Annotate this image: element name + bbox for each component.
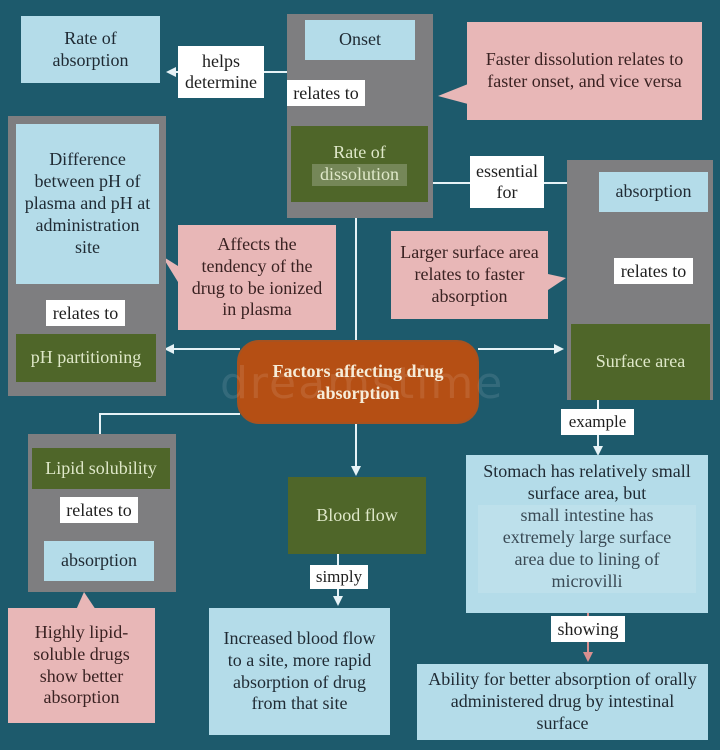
onset-node: Onset <box>305 20 415 60</box>
relates-to-label-lipid: relates to <box>60 497 138 523</box>
ph-partitioning-node: pH partitioning <box>16 334 156 382</box>
absorption-node-surface: absorption <box>599 172 708 212</box>
blood-flow-node: Blood flow <box>288 477 426 554</box>
relates-to-label-ph: relates to <box>46 300 125 326</box>
dissolution-note-callout: Faster dissolution relates to faster ons… <box>467 22 702 120</box>
showing-label: showing <box>551 616 625 642</box>
helps-determine-label: helps determine <box>178 46 264 98</box>
surface-area-node: Surface area <box>571 324 710 400</box>
surface-area-note-callout: Larger surface area relates to faster ab… <box>391 231 548 319</box>
essential-for-label: essential for <box>470 156 544 208</box>
rate-of-dissolution-node: Rate of dissolution <box>291 126 428 202</box>
ph-note-callout: Affects the tendency of the drug to be i… <box>178 225 336 330</box>
central-topic-node: Factors affecting drug absorption <box>237 340 479 424</box>
stomach-intestine-example-node: Stomach has relatively small surface are… <box>466 455 708 613</box>
absorption-node-lipid: absorption <box>44 541 154 581</box>
lipid-note-callout: Highly lipid-soluble drugs show better a… <box>8 608 155 723</box>
blood-flow-result-node: Increased blood flow to a site, more rap… <box>209 608 390 735</box>
relates-to-label-surface: relates to <box>614 258 693 284</box>
lipid-solubility-node: Lipid solubility <box>32 448 170 489</box>
relates-to-label-onset: relates to <box>287 80 365 106</box>
example-label: example <box>561 409 634 435</box>
ph-difference-node: Difference between pH of plasma and pH a… <box>16 124 159 284</box>
intestinal-absorption-result-node: Ability for better absorption of orally … <box>417 664 708 740</box>
simply-label: simply <box>310 565 368 589</box>
rate-of-absorption-node: Rate of absorption <box>21 16 160 83</box>
